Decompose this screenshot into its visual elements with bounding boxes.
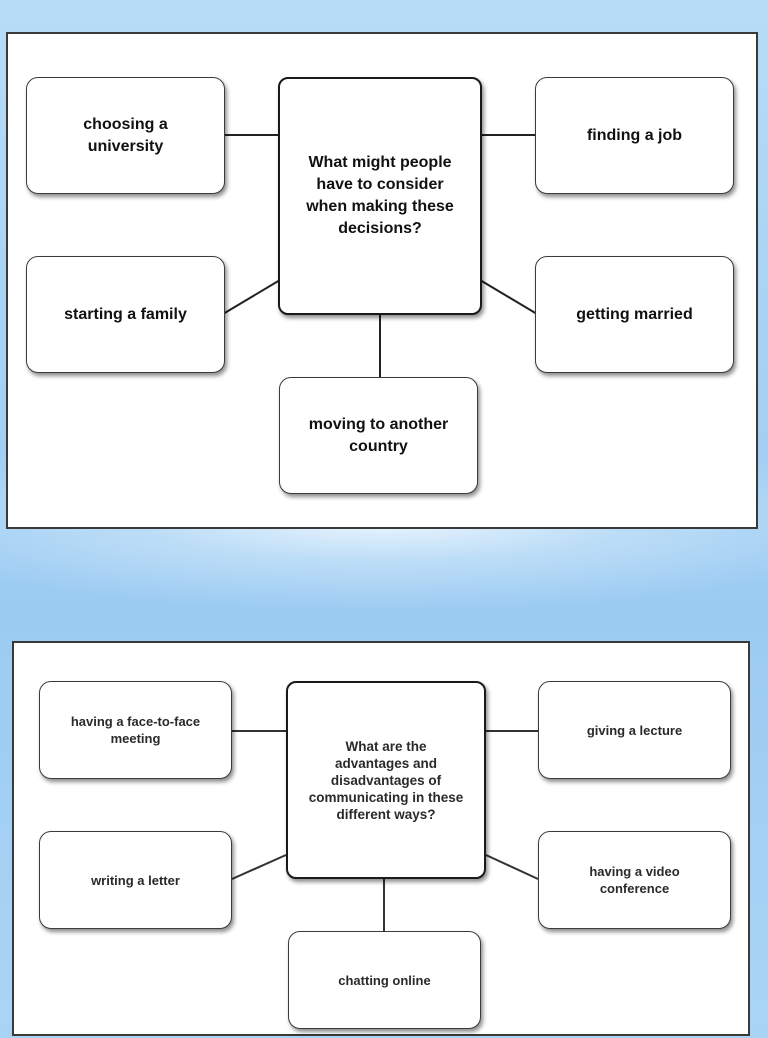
connector-mid-left	[231, 854, 287, 880]
node-label: having a face-to-face meeting	[70, 714, 201, 746]
node-writing-letter: writing a letter	[39, 831, 232, 929]
node-starting-family: starting a family	[26, 256, 225, 373]
center-question: What might people have to consider when …	[306, 154, 454, 237]
center-question: What are the advantages and disadvantage…	[308, 738, 464, 822]
node-choosing-university: choosing a university	[26, 77, 225, 194]
node-video-conference: having a video conference	[538, 831, 731, 929]
node-chatting-online: chatting online	[288, 931, 481, 1029]
node-moving-country: moving to another country	[279, 377, 478, 494]
node-label: finding a job	[586, 126, 683, 144]
center-question-box: What are the advantages and disadvantage…	[286, 681, 486, 879]
node-label: choosing a university	[83, 115, 168, 155]
connector-mid-right	[479, 279, 538, 315]
connector-mid-left	[222, 279, 281, 315]
diagram-panel-communicating: having a face-to-face meeting What are t…	[12, 641, 750, 1036]
node-label: giving a lecture	[586, 722, 683, 738]
node-giving-lecture: giving a lecture	[538, 681, 731, 779]
node-label: getting married	[576, 305, 693, 323]
connector-lines	[231, 730, 539, 931]
diagram-panel-decisions: choosing a university What might people …	[6, 32, 758, 529]
node-label: having a video conference	[589, 864, 680, 896]
node-label: starting a family	[64, 305, 187, 323]
node-getting-married: getting married	[535, 256, 734, 373]
node-label: writing a letter	[91, 872, 180, 888]
node-face-to-face-meeting: having a face-to-face meeting	[39, 681, 232, 779]
node-label: chatting online	[338, 972, 431, 988]
node-label: moving to another country	[308, 415, 449, 455]
connector-mid-right	[485, 854, 539, 880]
center-question-box: What might people have to consider when …	[278, 77, 482, 315]
node-finding-job: finding a job	[535, 77, 734, 194]
connector-lines	[222, 134, 538, 377]
